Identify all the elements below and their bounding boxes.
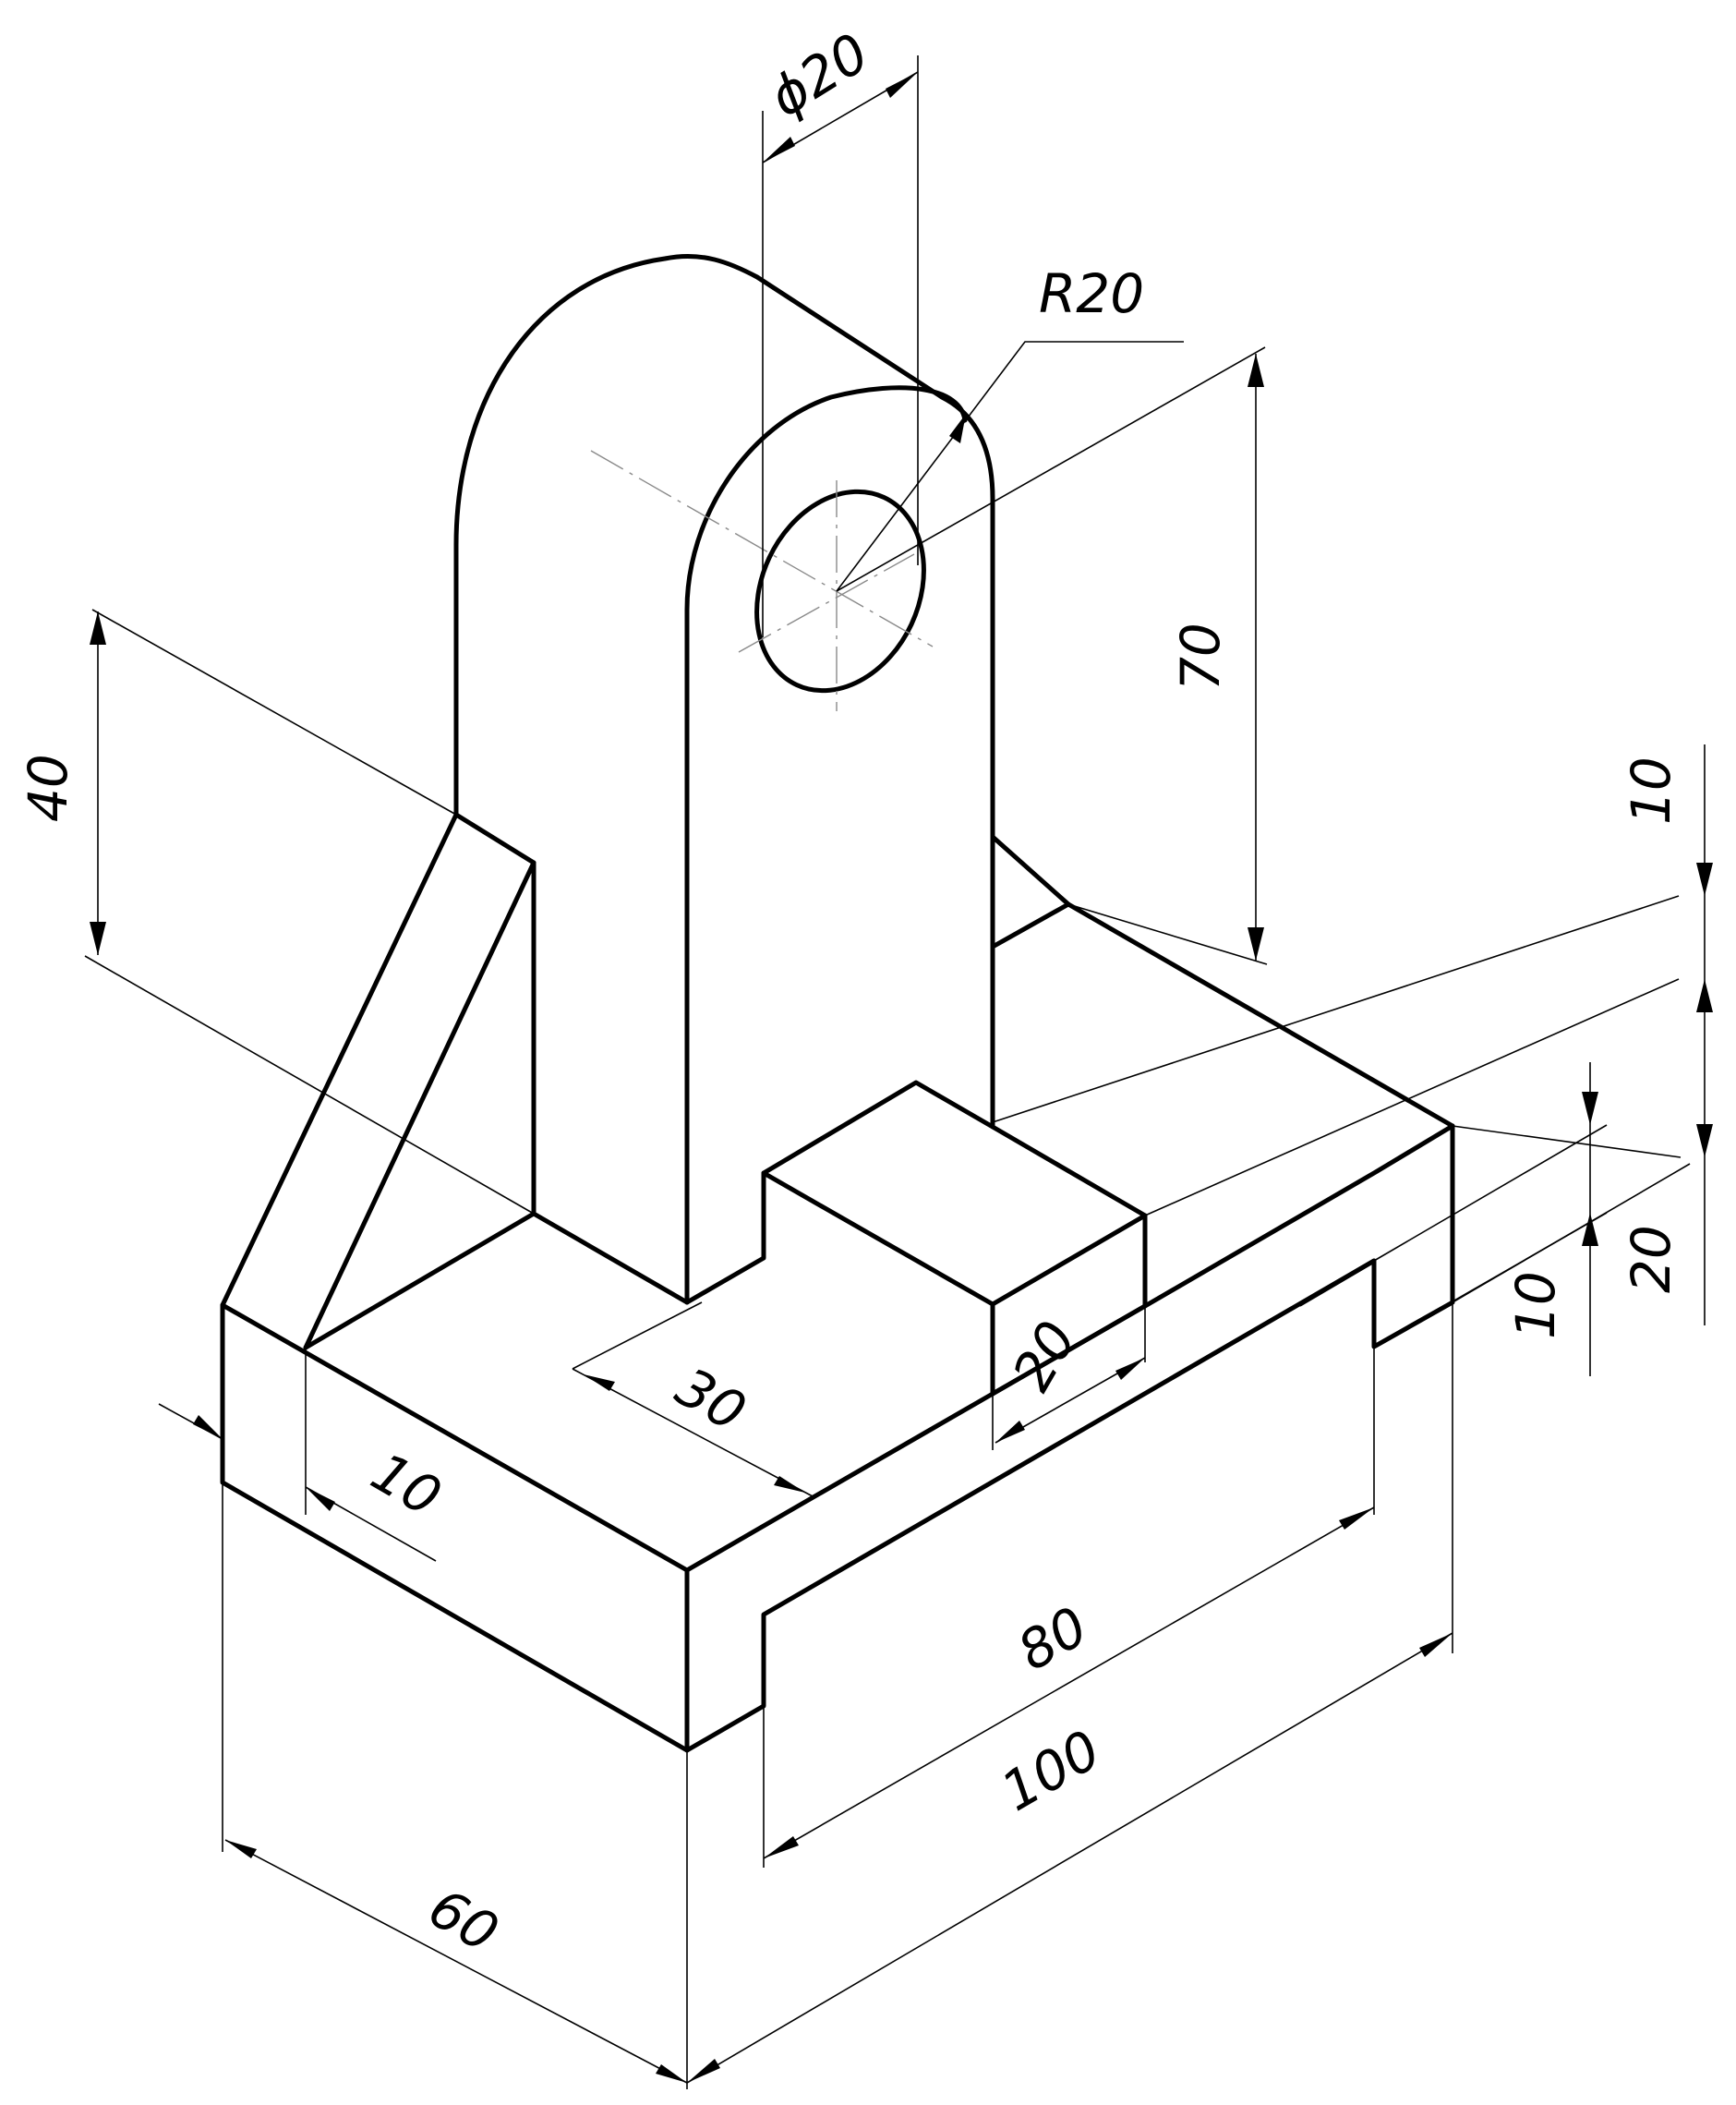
dim-base-top-step: 10 [1620,756,1682,825]
dim-boss-radius: R20 [1039,262,1144,325]
hole-center-lines [590,450,934,711]
dim-overall-length: 100 [991,1718,1111,1823]
base-slot-inner-edge [1297,1258,1377,1307]
dim-overall-width: 60 [418,1876,509,1965]
dim-boss-height: 70 [1169,623,1232,691]
raised-block-top-front [990,1213,1148,1307]
rib-base-join [303,1211,536,1350]
through-hole [754,489,926,694]
rear-rib [990,834,1071,950]
rib-inner-slope [303,860,536,1350]
dim-base-lower-step: 10 [1504,1271,1567,1339]
dim-slot-length: 80 [1007,1594,1098,1683]
dimension-labels: ϕ20 R20 70 40 10 20 10 20 30 10 80 100 6… [17,21,1682,1965]
base-top-right-edge [1066,901,1455,1129]
upright-front-arc [684,385,968,1305]
upright-outline [453,254,995,1125]
hole-horizontal-center-line [738,553,915,653]
part-outline [220,254,1455,1753]
base-upper-block-left [684,1170,766,1305]
dim-plate-thickness: 10 [361,1440,452,1529]
raised-block [761,1080,1148,1397]
rib-outer-slope [220,812,459,1308]
base-top-front-edge [684,1391,995,1573]
hole-axis-line [590,450,934,647]
dim-block-width: 20 [1000,1311,1089,1401]
dim-hole-diameter: ϕ20 [758,21,879,129]
base-top-left-edge [531,1211,690,1305]
dim-slot-depth: 30 [666,1355,756,1444]
base-left-end-face [220,1302,690,1753]
rib-top [453,812,536,1216]
dim-base-upper-thickness: 20 [1620,1225,1682,1293]
dim-rib-height: 40 [17,754,79,822]
dimension-lines [84,55,1713,2089]
